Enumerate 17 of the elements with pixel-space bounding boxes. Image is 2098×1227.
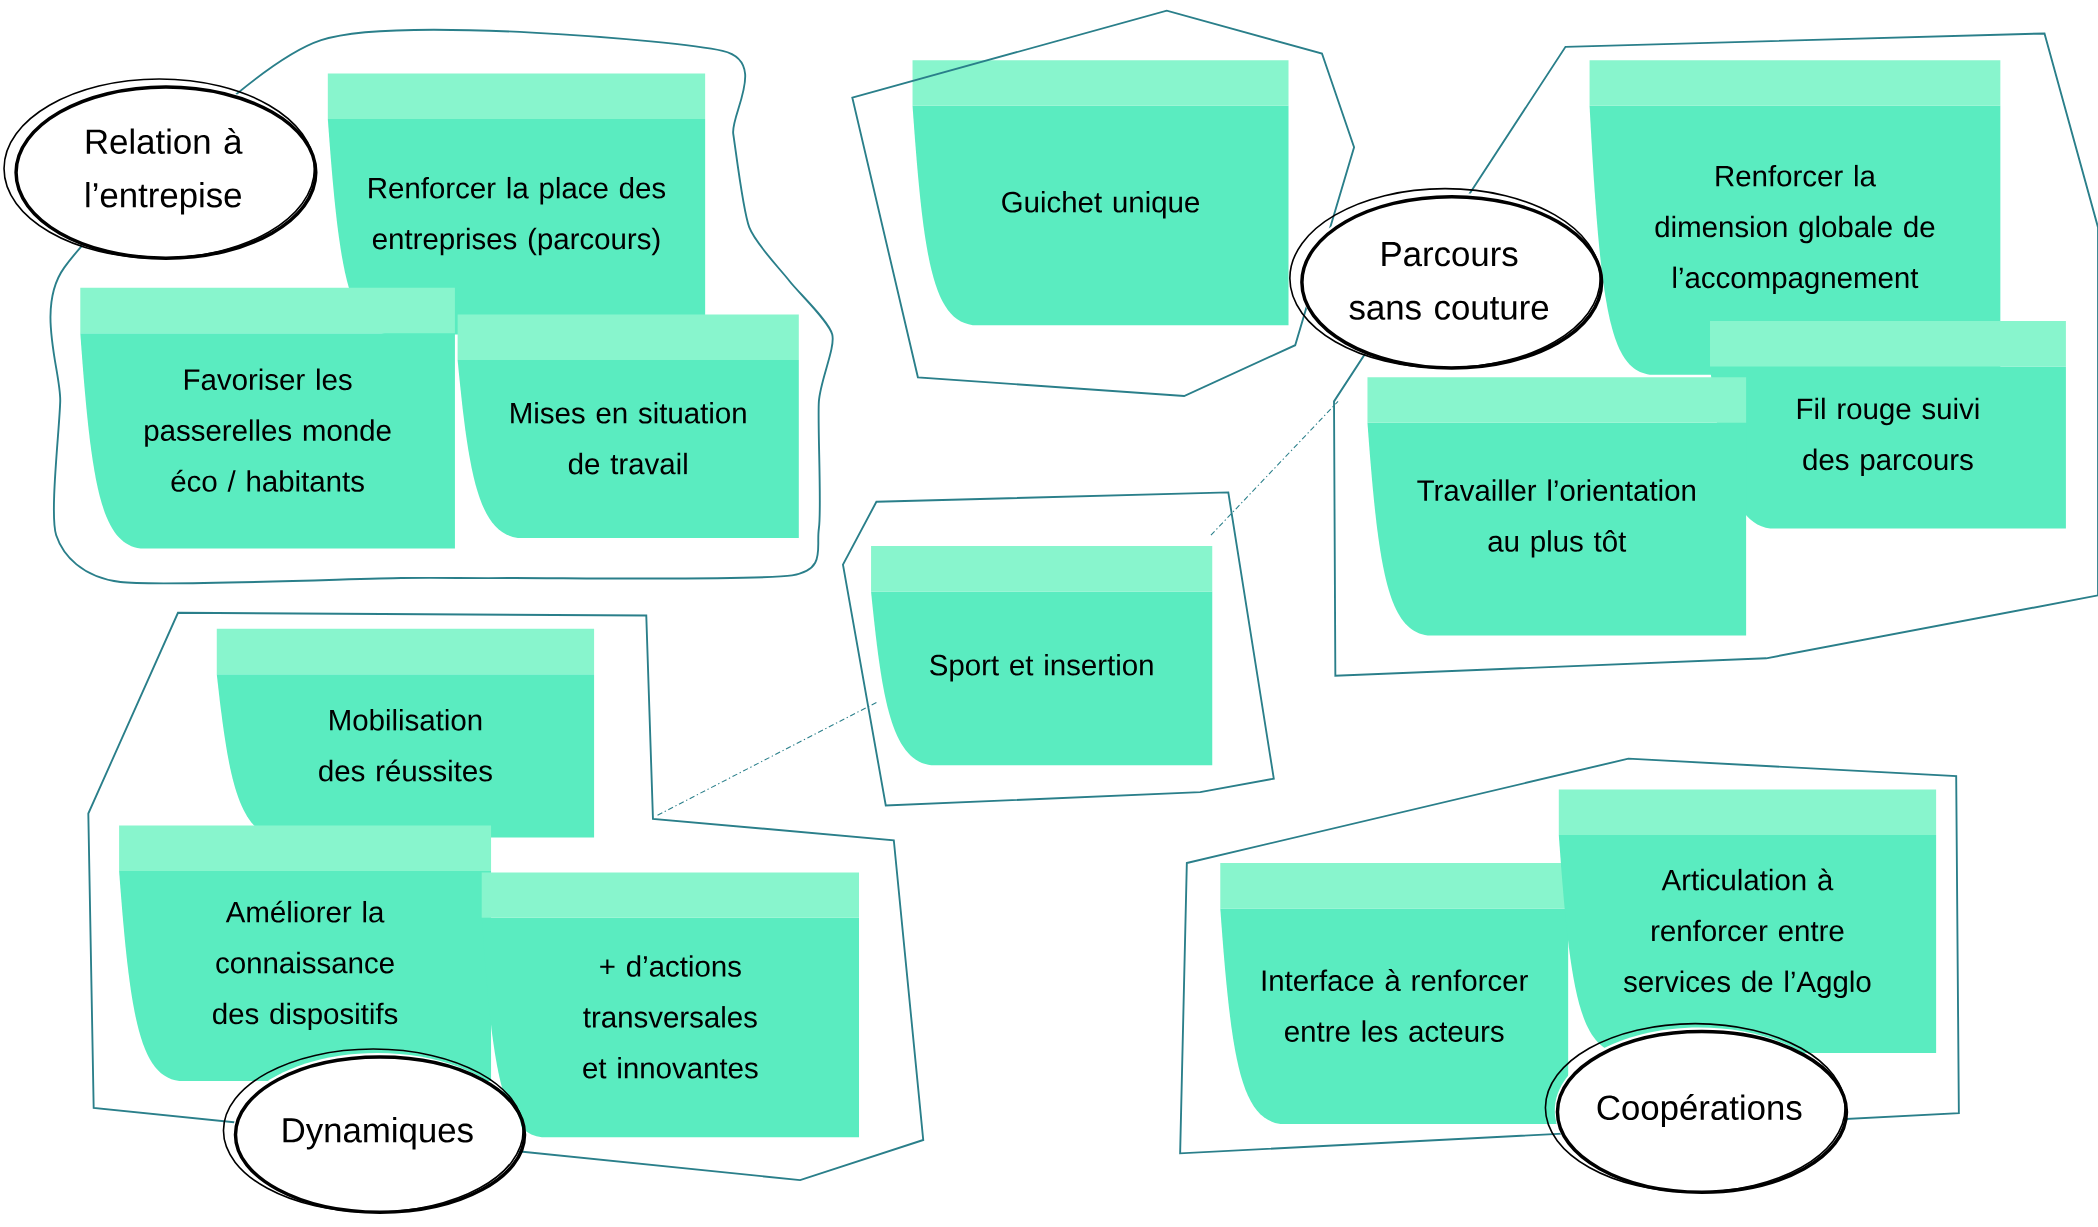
sticky-note: Articulation à renforcer entre services de l’Agglo	[1558, 789, 1937, 1054]
circled-label: Relation à l’entrepise	[3, 78, 318, 260]
sticky-note: Fil rouge suivi des parcours	[1710, 321, 2066, 529]
sticky-note: Sport et insertion	[871, 545, 1213, 766]
circled-label: Coopérations	[1544, 1022, 1849, 1194]
sticky-note: Guichet unique	[912, 60, 1289, 326]
circled-label: Parcours sans couture	[1289, 187, 1604, 370]
dotted-connector	[1210, 400, 1339, 536]
sticky-note: Améliorer la connaissance des dispositifs	[119, 825, 492, 1082]
sticky-note: Favoriser les passerelles monde éco / habitants	[80, 287, 455, 549]
sticky-note: Mobilisation des réussites	[216, 628, 595, 838]
circled-label: Dynamiques	[222, 1048, 527, 1214]
sticky-note: Travailler l’orientation au plus tôt	[1367, 377, 1747, 636]
group-outline	[842, 491, 1275, 807]
sticky-note: Interface à renforcer entre les acteurs	[1220, 863, 1569, 1124]
sticky-note: Mises en situation de travail	[457, 314, 799, 538]
sticky-note: + d’actions transversales et innovantes	[481, 872, 859, 1138]
